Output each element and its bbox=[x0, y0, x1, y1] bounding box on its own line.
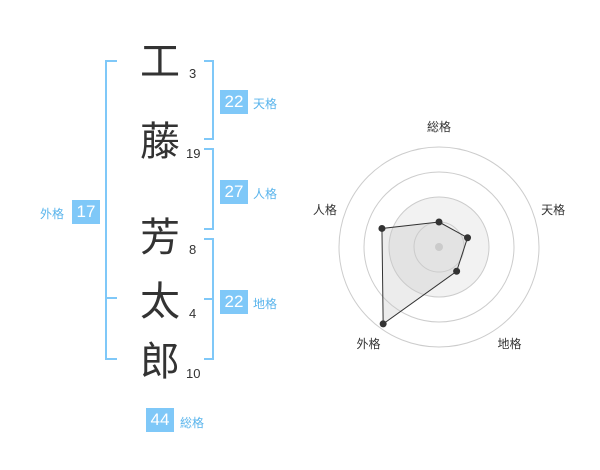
gaikaku-badge: 17 bbox=[72, 200, 100, 224]
stroke-count-5: 10 bbox=[186, 366, 201, 381]
stroke-count-4: 4 bbox=[189, 306, 197, 321]
radar-center-dot bbox=[435, 243, 443, 251]
stroke-count-1: 3 bbox=[189, 66, 197, 81]
name-char-5: 郎 bbox=[140, 339, 180, 385]
jinkaku-label: 人格 bbox=[253, 187, 278, 201]
tenkaku-label: 天格 bbox=[253, 97, 278, 111]
radar-ring-3 bbox=[363, 171, 515, 323]
soukaku-label: 総格 bbox=[180, 416, 205, 430]
name-char-4: 太 bbox=[140, 279, 180, 325]
name-char-3: 芳 bbox=[140, 215, 180, 261]
name-char-1: 工 bbox=[140, 39, 180, 85]
radar-point-2 bbox=[464, 234, 472, 242]
stroke-count-2: 19 bbox=[186, 146, 201, 161]
tenkaku-badge: 22 bbox=[220, 90, 248, 114]
radar-ring-2 bbox=[388, 196, 490, 298]
radar-axis-label-3: 地格 bbox=[498, 336, 522, 351]
tenkaku-bracket bbox=[204, 60, 214, 140]
chikaku-badge: 22 bbox=[220, 290, 248, 314]
radar-axis-label-5: 人格 bbox=[313, 202, 337, 217]
radar-point-1 bbox=[435, 218, 443, 226]
gaikaku-bracket bbox=[105, 60, 117, 360]
stroke-count-3: 8 bbox=[189, 242, 197, 257]
radar-axis-label-2: 天格 bbox=[541, 202, 565, 217]
radar-polygon bbox=[381, 221, 469, 325]
soukaku-badge: 44 bbox=[146, 408, 174, 432]
radar-axis-label-1: 総格 bbox=[427, 119, 451, 134]
radar-point-3 bbox=[453, 267, 461, 275]
radar-ring-4 bbox=[338, 146, 540, 348]
chikaku-label: 地格 bbox=[253, 297, 278, 311]
radar-axis-label-4: 外格 bbox=[356, 336, 380, 351]
jinkaku-bracket bbox=[204, 148, 214, 230]
radar-point-4 bbox=[379, 320, 387, 328]
jinkaku-badge: 27 bbox=[220, 180, 248, 204]
gaikaku-label: 外格 bbox=[40, 207, 65, 221]
radar-point-5 bbox=[378, 224, 386, 232]
name-char-2: 藤 bbox=[140, 119, 180, 165]
